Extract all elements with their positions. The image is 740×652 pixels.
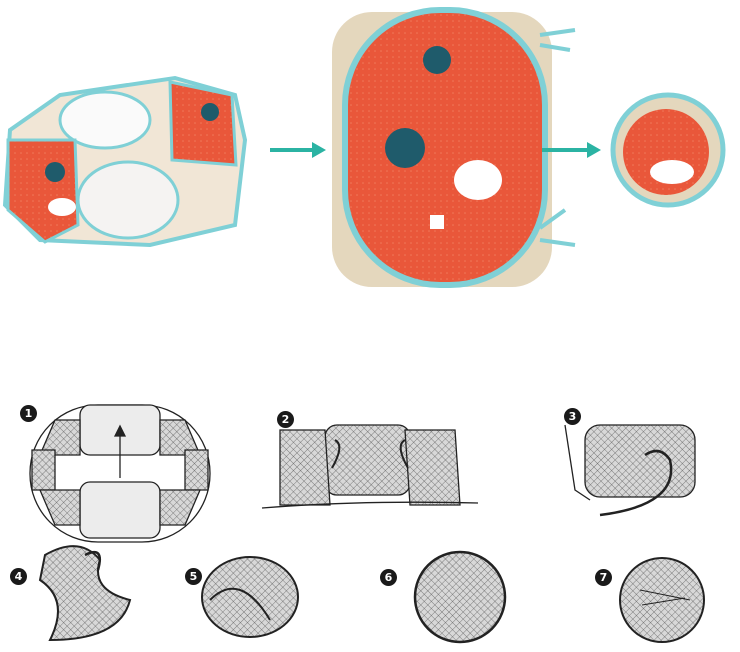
step-number-2: 2	[277, 411, 294, 428]
playpen-open-photo	[2, 75, 248, 248]
step-6-diagram	[413, 550, 507, 644]
arrow-right-icon	[542, 142, 601, 158]
step-number-3: 3	[564, 408, 581, 425]
step-4-diagram	[38, 545, 132, 642]
step-5-diagram	[201, 556, 299, 638]
step-number-7: 7	[595, 569, 612, 586]
step-number-6: 6	[380, 569, 397, 586]
step-number-5: 5	[185, 568, 202, 585]
step-1-diagram	[29, 404, 211, 543]
playpen-collapsed-photo	[610, 92, 726, 208]
arrow-right-icon	[270, 142, 326, 158]
step-7-diagram	[619, 557, 705, 643]
step-number-4: 4	[10, 568, 27, 585]
step-number-1: 1	[20, 405, 37, 422]
step-2-diagram	[261, 424, 479, 509]
playpen-folded-photo	[332, 7, 576, 288]
step-3-diagram	[564, 424, 696, 517]
